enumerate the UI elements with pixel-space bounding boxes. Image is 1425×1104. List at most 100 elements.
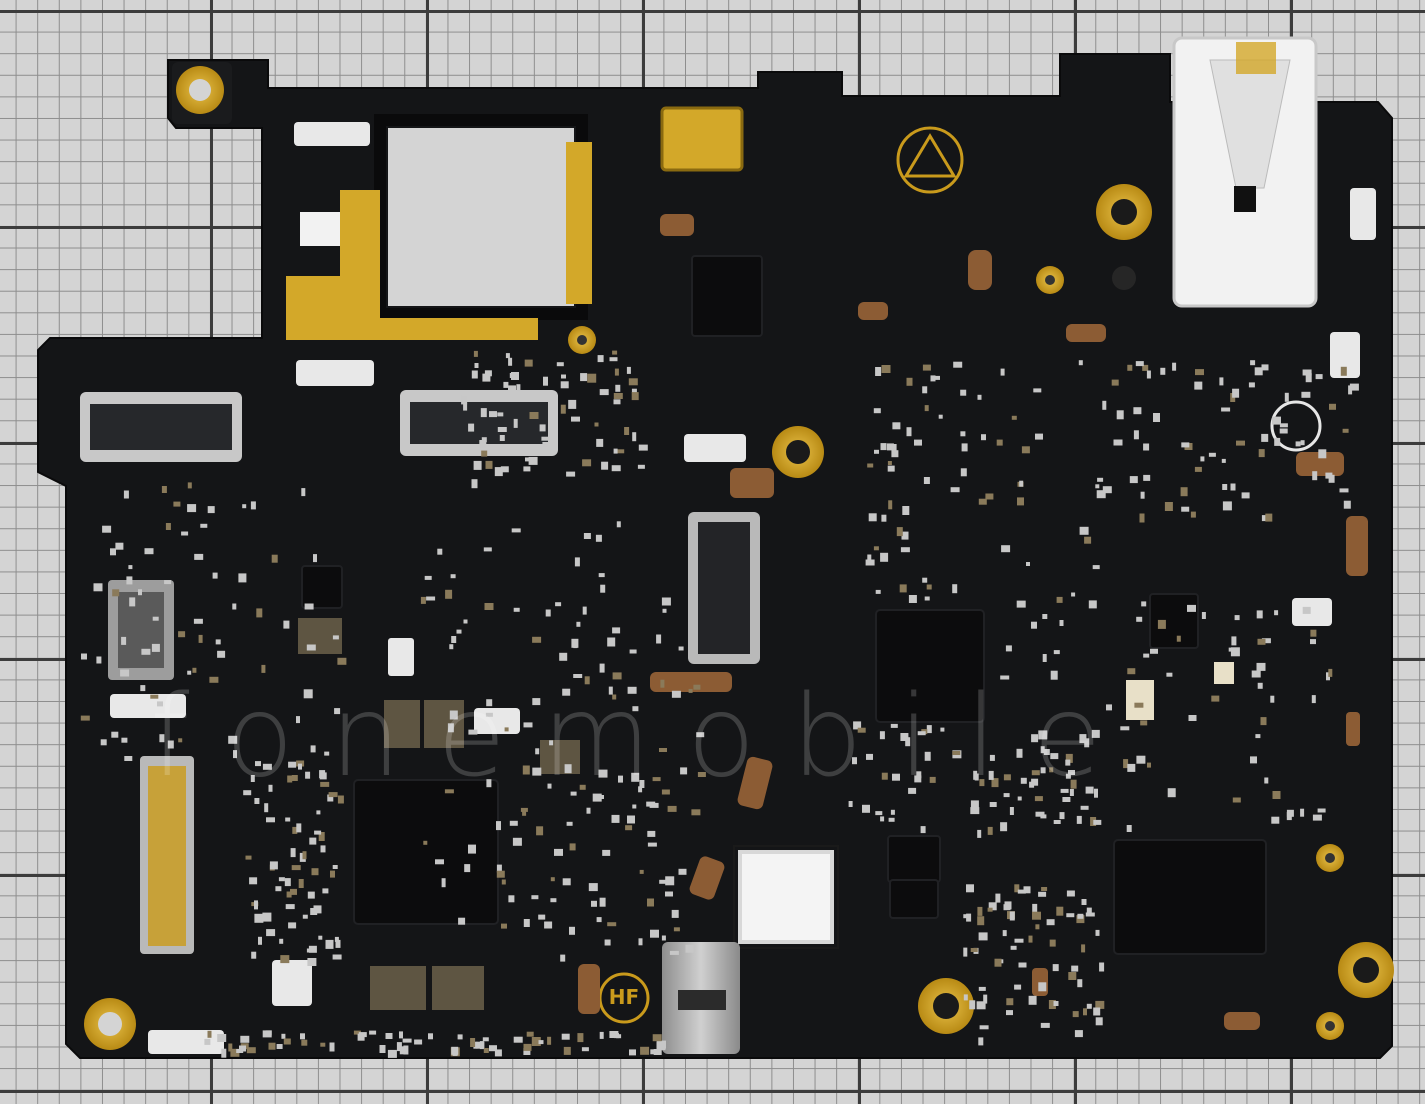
smd-component — [112, 589, 120, 597]
smd-component — [138, 589, 142, 596]
smd-component — [151, 643, 160, 652]
smd-component — [251, 951, 257, 959]
smd-component — [995, 893, 1001, 903]
smd-component — [890, 809, 895, 815]
smd-component — [595, 534, 602, 542]
smd-component — [447, 723, 454, 733]
smd-component — [618, 775, 623, 783]
smd-component — [609, 357, 618, 362]
smd-component — [1300, 808, 1305, 817]
smd-component — [1328, 474, 1335, 483]
smd-component — [1049, 767, 1054, 773]
smd-component — [240, 1035, 250, 1043]
smd-component — [1032, 903, 1038, 913]
smd-component — [1153, 413, 1160, 422]
smd-component — [451, 636, 457, 643]
smd-component — [920, 826, 926, 834]
smd-component — [268, 1042, 276, 1050]
smd-component — [599, 389, 609, 396]
smd-component — [287, 775, 293, 783]
smd-component — [1040, 746, 1045, 754]
smd-component — [1066, 890, 1075, 897]
smd-component — [596, 438, 604, 447]
smd-component — [482, 373, 491, 382]
smd-component — [561, 374, 566, 379]
smd-component — [924, 596, 930, 601]
smd-component — [1255, 734, 1261, 739]
smd-component — [612, 627, 621, 634]
cream-component-2 — [1214, 662, 1234, 684]
smd-component — [1033, 388, 1042, 393]
smd-component — [1261, 364, 1269, 371]
smd-component — [562, 688, 571, 696]
smd-component — [952, 584, 958, 594]
smd-component — [531, 895, 539, 900]
smd-component — [1221, 407, 1231, 412]
smd-component — [599, 897, 606, 907]
smd-component — [922, 386, 928, 394]
smd-component — [290, 848, 296, 858]
smd-component — [568, 399, 577, 409]
smd-component — [626, 366, 631, 374]
smd-component — [308, 945, 317, 953]
smd-component — [1139, 513, 1145, 523]
smd-component — [960, 431, 966, 437]
smd-component — [181, 531, 189, 536]
smd-component — [494, 467, 503, 477]
smd-component — [1020, 777, 1027, 784]
smd-component — [1031, 770, 1040, 776]
smd-component — [653, 1049, 662, 1055]
smd-component — [268, 784, 273, 792]
smd-component — [988, 902, 997, 911]
smd-component — [322, 888, 329, 894]
inductor-5 — [432, 966, 484, 1010]
smd-component — [471, 370, 478, 379]
smd-component — [577, 1033, 584, 1043]
smd-component — [614, 1033, 619, 1039]
smd-component — [288, 922, 297, 929]
smd-component — [652, 1034, 662, 1042]
smd-component — [1016, 600, 1026, 608]
smd-component — [1172, 362, 1177, 371]
smd-component — [1092, 565, 1100, 570]
smd-component — [1133, 430, 1139, 440]
smd-component — [463, 402, 468, 411]
smd-component — [198, 634, 203, 643]
smd-component — [1080, 805, 1089, 810]
smd-component — [1079, 734, 1087, 744]
smd-component — [298, 763, 302, 770]
smd-component — [569, 926, 575, 935]
smd-component — [1248, 382, 1255, 388]
smd-component — [1111, 379, 1119, 386]
smd-component — [471, 479, 478, 489]
smd-component — [564, 764, 572, 774]
smd-component — [522, 765, 530, 775]
smd-component — [369, 1030, 377, 1035]
smd-component — [334, 936, 339, 942]
smd-component — [926, 584, 932, 590]
white-passives — [110, 122, 1376, 1054]
smd-component — [1123, 759, 1129, 769]
smd-component — [680, 767, 688, 775]
smd-component — [526, 1031, 534, 1037]
smd-component — [1147, 762, 1151, 768]
smd-component — [1127, 668, 1136, 675]
smd-component — [284, 878, 291, 887]
smd-component — [1095, 484, 1100, 489]
smd-component — [532, 698, 541, 706]
smd-component — [1264, 777, 1269, 784]
smd-component — [1188, 715, 1197, 721]
smd-component — [1017, 497, 1024, 506]
smd-component — [269, 861, 278, 870]
smd-component — [100, 739, 107, 746]
smd-component — [659, 879, 668, 884]
smd-component — [875, 367, 882, 376]
smd-component — [881, 365, 891, 373]
smd-component — [560, 381, 569, 389]
smd-component — [296, 716, 300, 724]
smd-component — [511, 528, 521, 533]
smd-component — [228, 735, 238, 744]
smd-component — [1195, 369, 1204, 376]
smd-component — [547, 783, 552, 789]
